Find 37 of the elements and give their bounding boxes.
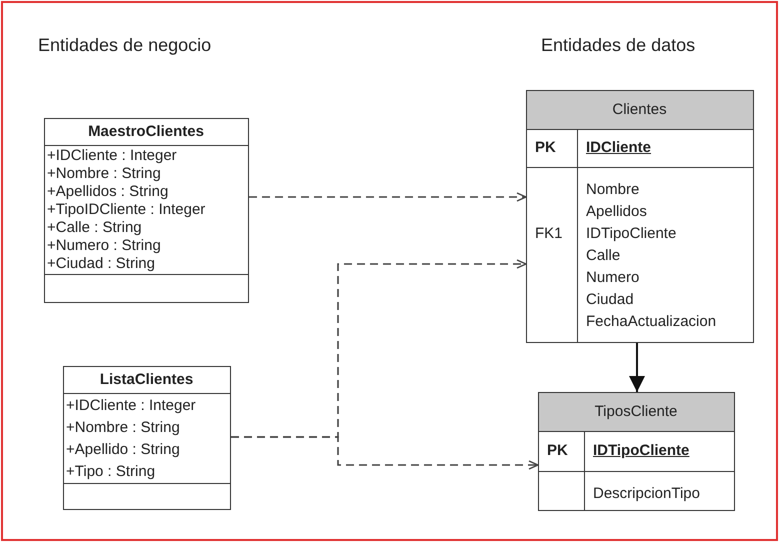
attribute-text: +Calle : String: [47, 219, 142, 237]
column-name: Calle: [586, 246, 620, 266]
attribute-text: +Apellidos : String: [47, 183, 168, 201]
dashed-arrow: [249, 192, 527, 202]
arrow: [629, 343, 645, 392]
table-box: [538, 392, 735, 511]
column-name: Ciudad: [586, 290, 634, 310]
attribute-text: +Ciudad : String: [47, 255, 155, 273]
column-name: IDTipoCliente: [586, 224, 676, 244]
column-name: Nombre: [586, 180, 640, 200]
section-heading: Entidades de datos: [541, 35, 696, 56]
attribute-text: +IDCliente : Integer: [66, 396, 196, 416]
primary-key-column: IDTipoCliente: [593, 440, 690, 462]
primary-key-column: IDCliente: [586, 137, 652, 159]
column-name: Numero: [586, 268, 640, 288]
table-box: [526, 90, 754, 343]
key-label: PK: [535, 138, 556, 158]
column-name: Apellidos: [586, 202, 647, 222]
attribute-text: +IDCliente : Integer: [47, 147, 177, 165]
class-box: [44, 118, 249, 303]
attribute-text: +Nombre : String: [66, 418, 180, 438]
class-name: MaestroClientes: [87, 122, 205, 142]
key-label: FK1: [535, 224, 563, 244]
class-name: ListaClientes: [98, 370, 194, 390]
key-label: PK: [547, 441, 568, 461]
column-name: DescripcionTipo: [593, 484, 700, 504]
class-box: [63, 366, 231, 510]
attribute-text: +Numero : String: [47, 237, 161, 255]
attribute-text: +Tipo : String: [66, 462, 156, 482]
attribute-text: +Apellido : String: [66, 440, 180, 460]
column-name: FechaActualizacion: [586, 312, 716, 332]
dashed-arrow: [231, 436, 539, 470]
section-heading: Entidades de negocio: [38, 35, 212, 56]
table-name: TiposCliente: [594, 402, 678, 422]
attribute-text: +Nombre : String: [47, 165, 161, 183]
attribute-text: +TipoIDCliente : Integer: [47, 201, 206, 219]
table-name: Clientes: [611, 100, 668, 120]
